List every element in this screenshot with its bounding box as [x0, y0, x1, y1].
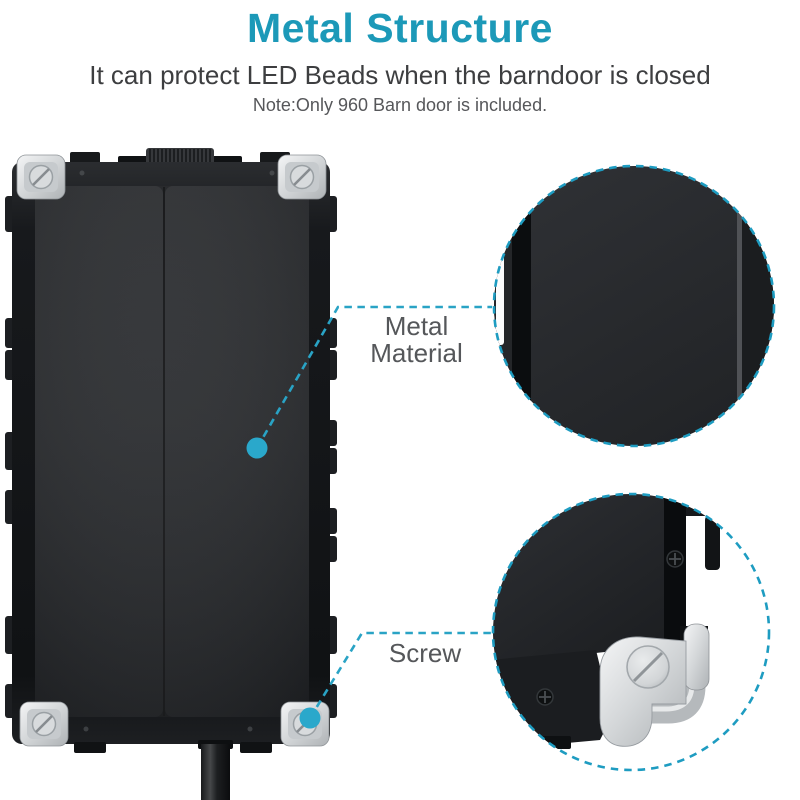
panel-feet — [74, 742, 272, 753]
flathead-screw-icon — [626, 645, 670, 689]
corner-bracket-top-left — [16, 154, 66, 200]
corner-bracket-top-right — [277, 154, 327, 200]
metal-surface-closeup — [494, 166, 774, 446]
screw-label-text: Screw — [388, 638, 462, 668]
metal-material-marker-dot — [246, 437, 268, 459]
metal-material-label-line1: Metal — [384, 311, 449, 341]
screw-label: Screw — [350, 640, 500, 667]
barn-doors-closed — [35, 186, 309, 717]
annotation-leaders — [255, 305, 492, 719]
metal-material-label-line2: Material — [370, 338, 463, 368]
callout-border — [491, 492, 771, 772]
page-subtitle: It can protect LED Beads when the barndo… — [89, 60, 711, 90]
corner-bracket-bottom-left — [19, 701, 69, 747]
phillips-screw-icon — [666, 550, 684, 568]
metal-material-leader-line — [255, 305, 492, 449]
metal-detail-callout — [492, 164, 776, 448]
note-text: Note:Only 960 Barn door is included. — [252, 95, 548, 115]
mounting-pin — [683, 623, 710, 691]
screw-marker-dot — [299, 707, 321, 729]
page-title: Metal Structure — [247, 5, 553, 51]
screw-leader-line — [308, 631, 491, 719]
metal-material-label: Metal Material — [341, 313, 492, 367]
panel-corner-face — [493, 494, 668, 669]
phillips-screw-icon — [536, 688, 554, 706]
light-stand-pole — [198, 740, 233, 800]
panel-edge-bar — [664, 494, 686, 644]
led-panel-photo — [5, 148, 337, 800]
corner-screw-closeup — [493, 494, 720, 750]
screw-detail-callout — [491, 492, 771, 772]
callout-border — [492, 164, 776, 448]
